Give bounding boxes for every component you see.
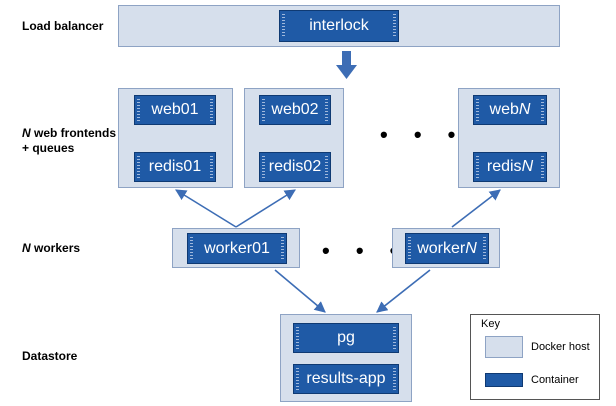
arrow-workerN-to-datastore [376, 269, 431, 313]
key-container-label: Container [531, 374, 579, 386]
row-label-workers-n: N [22, 241, 31, 255]
interlock-container: interlock [279, 10, 399, 42]
workers-ellipsis: • • • [322, 238, 408, 263]
load-balancer-arrow [336, 51, 357, 79]
worker01-host: worker01 [172, 228, 300, 268]
webN-suffix: N [518, 101, 531, 118]
row-label-workers: N workers [22, 241, 80, 256]
pg-container: pg [293, 323, 399, 353]
row-label-load-balancer: Load balancer [22, 19, 104, 33]
web-host-02: web02 redis02 [244, 88, 344, 188]
web-host-01: web01 redis01 [118, 88, 233, 188]
row-label-datastore: Datastore [22, 349, 78, 363]
redisN-prefix: redis [486, 158, 522, 175]
web01-container: web01 [134, 95, 216, 125]
load-balancer-host: interlock [118, 5, 560, 47]
workerN-suffix: N [465, 239, 477, 257]
web02-container: web02 [259, 95, 331, 125]
row-label-web-frontends: N web frontends + queues [22, 126, 116, 156]
row-label-workers-text: workers [30, 241, 81, 255]
redisN-suffix: N [521, 158, 534, 175]
arrow-worker01-to-datastore [274, 269, 326, 313]
row-label-web-frontends-line2: + queues [22, 141, 75, 155]
datastore-host: pg results-app [280, 314, 412, 402]
key-title: Key [481, 318, 500, 330]
redis01-container: redis01 [134, 152, 216, 182]
results-app-container: results-app [293, 364, 399, 394]
arrow-workerN-to-webN [451, 189, 501, 228]
web-hosts-ellipsis: • • • [380, 122, 466, 147]
webN-prefix: web [489, 101, 519, 118]
key-docker-host-label: Docker host [531, 341, 590, 353]
redis02-container: redis02 [259, 152, 331, 182]
worker01-container: worker01 [187, 233, 287, 264]
row-label-web-frontends-text: web frontends [30, 126, 117, 140]
arrow-worker01-to-web02 [235, 189, 296, 228]
key-container-swatch [485, 373, 523, 387]
arrow-worker01-to-web01 [175, 189, 237, 228]
row-label-web-frontends-n: N [22, 126, 31, 140]
key-docker-host-swatch [485, 336, 523, 358]
workerN-prefix: worker [417, 239, 466, 257]
key-legend: Key Docker host Container [470, 314, 600, 400]
